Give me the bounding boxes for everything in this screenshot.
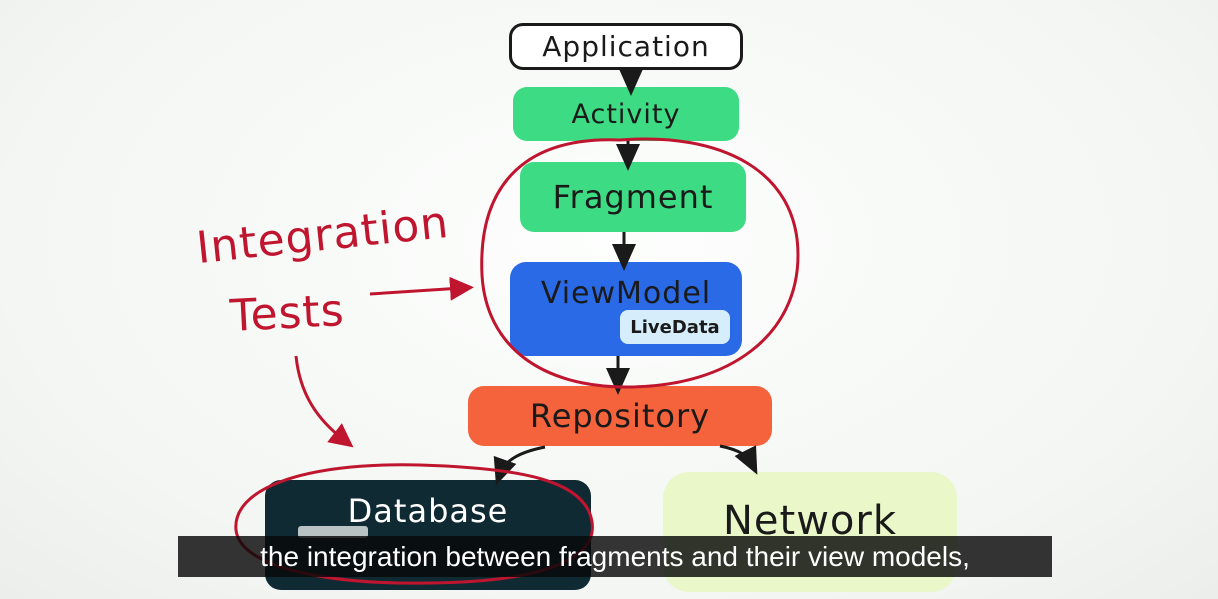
repository-box: Repository — [468, 386, 772, 446]
integration-annotations — [234, 137, 800, 585]
application-label: Application — [542, 30, 710, 63]
database-label: Database — [347, 492, 509, 530]
arrow-to-database — [294, 355, 354, 448]
fragment-label: Fragment — [552, 178, 714, 216]
arrow-repository-network — [719, 444, 758, 475]
application-box: Application — [509, 23, 743, 70]
caption-text: the integration between fragments and th… — [260, 540, 970, 572]
activity-label: Activity — [571, 98, 681, 130]
livedata-badge: LiveData — [620, 310, 730, 344]
database-circle — [234, 463, 594, 585]
arrow-repository-database — [493, 445, 546, 486]
repository-label: Repository — [529, 397, 711, 435]
fragment-viewmodel-circle — [480, 137, 800, 389]
livedata-label: LiveData — [630, 316, 720, 338]
viewmodel-label: ViewModel — [540, 276, 712, 311]
database-sub-badge — [298, 526, 368, 538]
caption-bar: the integration between fragments and th… — [178, 536, 1052, 577]
flow-arrows — [493, 69, 758, 486]
fragment-box: Fragment — [520, 162, 746, 232]
activity-box: Activity — [513, 87, 739, 141]
arrow-to-viewmodel — [369, 276, 474, 301]
